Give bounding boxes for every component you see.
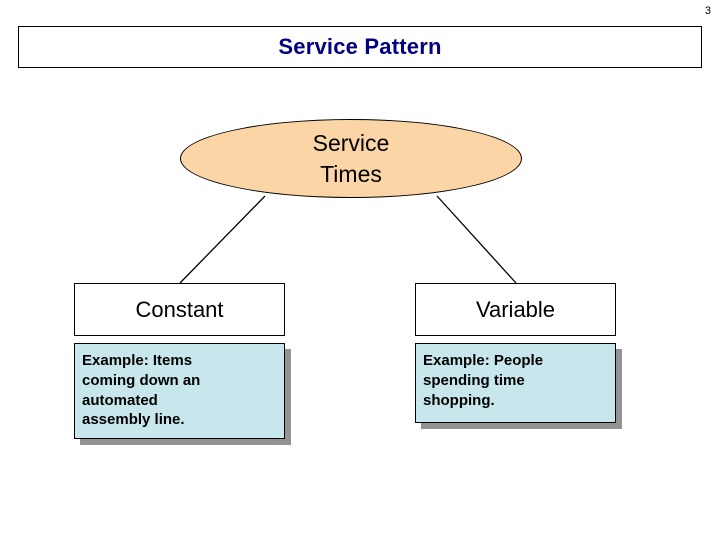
category-label-variable: Variable xyxy=(475,296,556,322)
root-node-label: Service Times xyxy=(312,130,390,187)
title-box: Service Pattern xyxy=(18,26,702,68)
category-box-constant: Constant xyxy=(74,283,285,336)
example-box-variable: Example: People spending time shopping. xyxy=(415,343,616,423)
category-label-constant: Constant xyxy=(135,296,224,322)
root-node-service-times: Service Times xyxy=(180,119,522,198)
example-text-variable: Example: People spending time shopping. xyxy=(423,352,544,409)
category-box-variable: Variable xyxy=(415,283,616,336)
example-text-constant: Example: Items coming down an automated … xyxy=(82,352,201,429)
page-title: Service Pattern xyxy=(278,34,442,59)
slide-number: 3 xyxy=(704,5,711,17)
example-box-constant: Example: Items coming down an automated … xyxy=(74,343,285,439)
